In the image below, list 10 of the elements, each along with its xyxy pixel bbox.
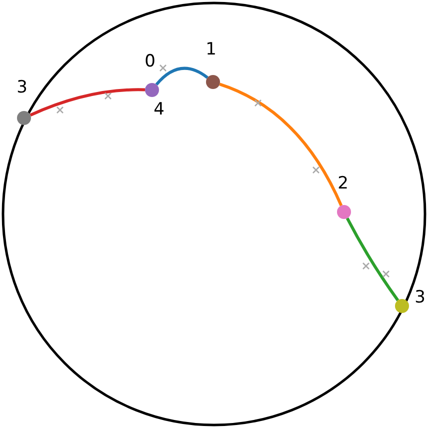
point-label: 1 <box>206 42 216 58</box>
point-label: 2 <box>338 176 348 192</box>
point-label: 3 <box>16 80 28 96</box>
point-label: 3 <box>414 290 426 306</box>
point-label: 0 <box>144 54 156 70</box>
curve-segment <box>30 88 146 116</box>
curve-segment <box>346 218 400 302</box>
point-label: 4 <box>154 102 164 118</box>
curve-segment <box>219 82 343 206</box>
curve-segment <box>155 66 208 86</box>
